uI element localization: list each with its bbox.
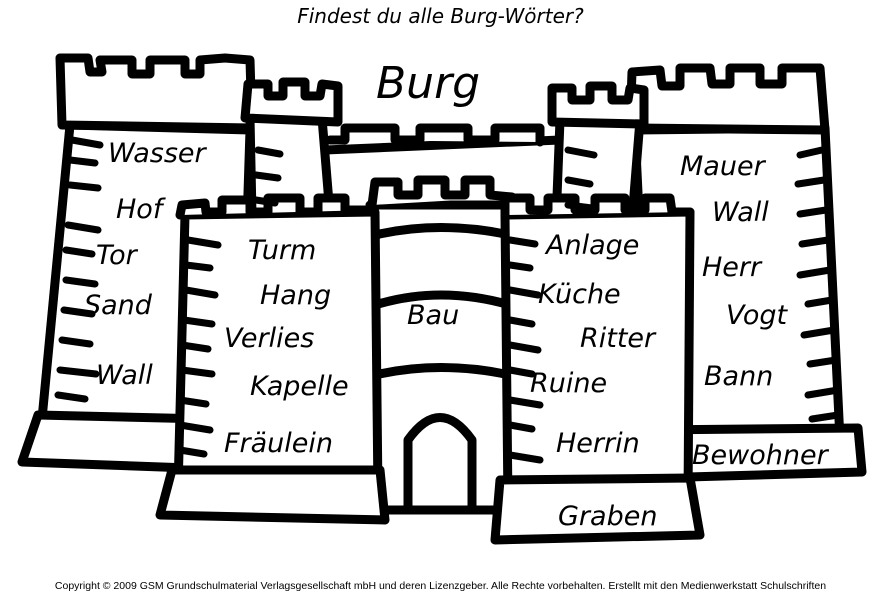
word-wall-right: Wall	[712, 197, 769, 228]
word-wasser: Wasser	[108, 138, 206, 169]
word-vogt: Vogt	[726, 300, 788, 331]
word-anlage: Anlage	[546, 230, 640, 261]
word-hof: Hof	[116, 194, 163, 225]
word-herr: Herr	[702, 252, 762, 283]
headword-burg: Burg	[376, 58, 481, 109]
right-front-base	[490, 473, 705, 545]
word-fraeulein: Fräulein	[224, 428, 334, 459]
page-title: Findest du alle Burg-Wörter?	[297, 4, 584, 28]
word-mauer: Mauer	[680, 151, 765, 182]
gate-door	[403, 413, 477, 515]
word-sand: Sand	[84, 290, 152, 321]
word-kueche: Küche	[538, 279, 621, 310]
word-verlies: Verlies	[224, 323, 315, 354]
word-bau: Bau	[407, 300, 460, 331]
word-hang: Hang	[260, 280, 332, 311]
word-tor: Tor	[96, 240, 137, 271]
tooth-marks	[54, 136, 842, 464]
left-front-base	[155, 465, 390, 525]
word-kapelle: Kapelle	[250, 371, 349, 402]
word-wall-left: Wall	[96, 360, 153, 391]
copyright-notice: Copyright © 2009 GSM Grundschulmaterial …	[54, 580, 827, 592]
word-herrin: Herrin	[556, 428, 640, 459]
word-bewohner: Bewohner	[692, 440, 828, 471]
word-ruine: Ruine	[530, 368, 608, 399]
word-bann: Bann	[704, 361, 774, 392]
word-ritter: Ritter	[580, 323, 656, 354]
word-turm: Turm	[248, 235, 317, 266]
word-graben: Graben	[558, 501, 658, 532]
